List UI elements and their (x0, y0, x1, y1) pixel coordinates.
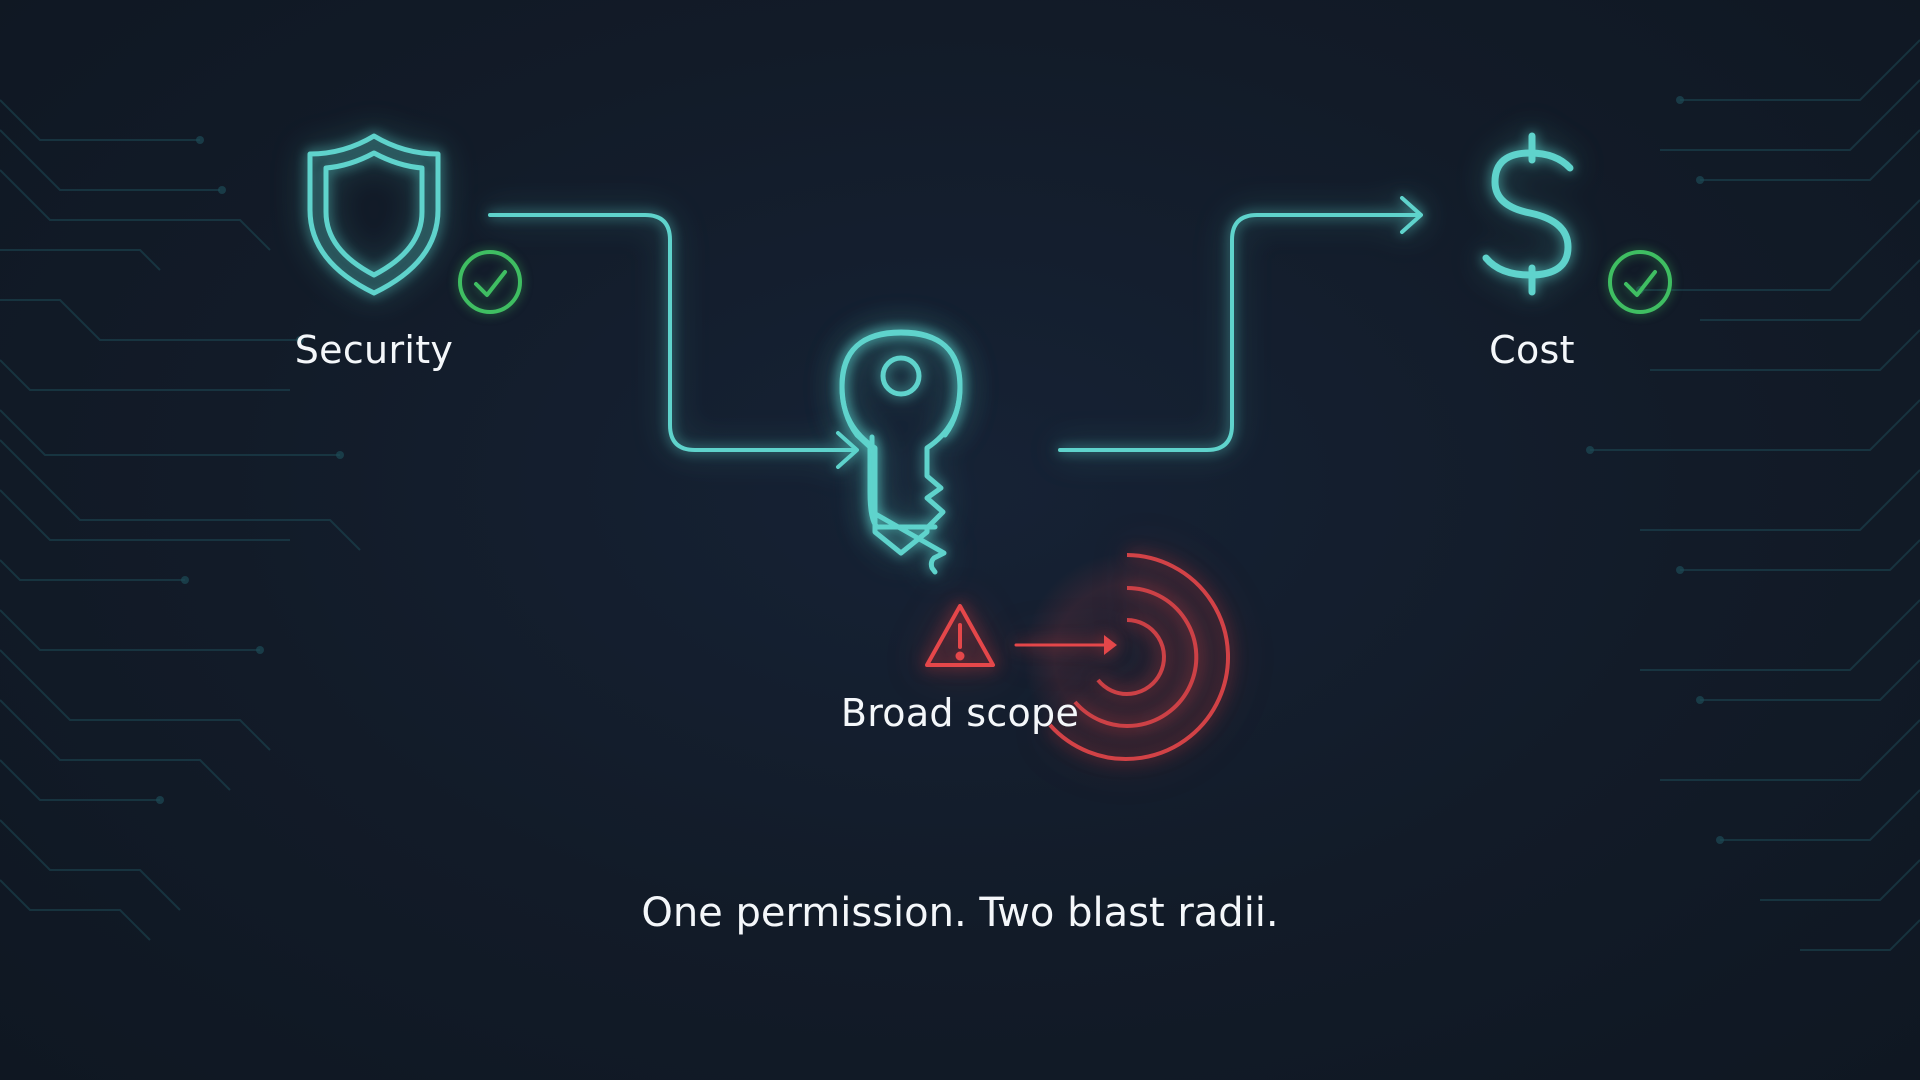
dollar-icon (1482, 132, 1574, 296)
circuit-traces-right (1590, 39, 1920, 951)
circuit-nodes-left (156, 136, 344, 804)
connector-security-to-key (488, 213, 859, 469)
key-outline (839, 329, 963, 556)
target-rings-icon (1023, 553, 1231, 761)
shield-icon (307, 133, 441, 296)
cost-check-circle-icon (1608, 250, 1672, 314)
arrowhead-into-cost (1400, 196, 1423, 234)
warning-arrow (1014, 635, 1117, 655)
security-label: Security (294, 328, 454, 372)
circuit-nodes-right (1586, 96, 1724, 844)
key-icon (839, 330, 963, 575)
connector-key-to-cost (1058, 196, 1423, 452)
cost-label: Cost (1489, 328, 1575, 372)
broad-scope-label: Broad scope (840, 691, 1080, 735)
caption: One permission. Two blast radii. (641, 890, 1279, 936)
arrowhead-into-key (836, 431, 859, 469)
circuit-traces-left (0, 99, 361, 941)
warning-triangle-icon (925, 604, 995, 667)
security-check-circle-icon (458, 250, 522, 314)
